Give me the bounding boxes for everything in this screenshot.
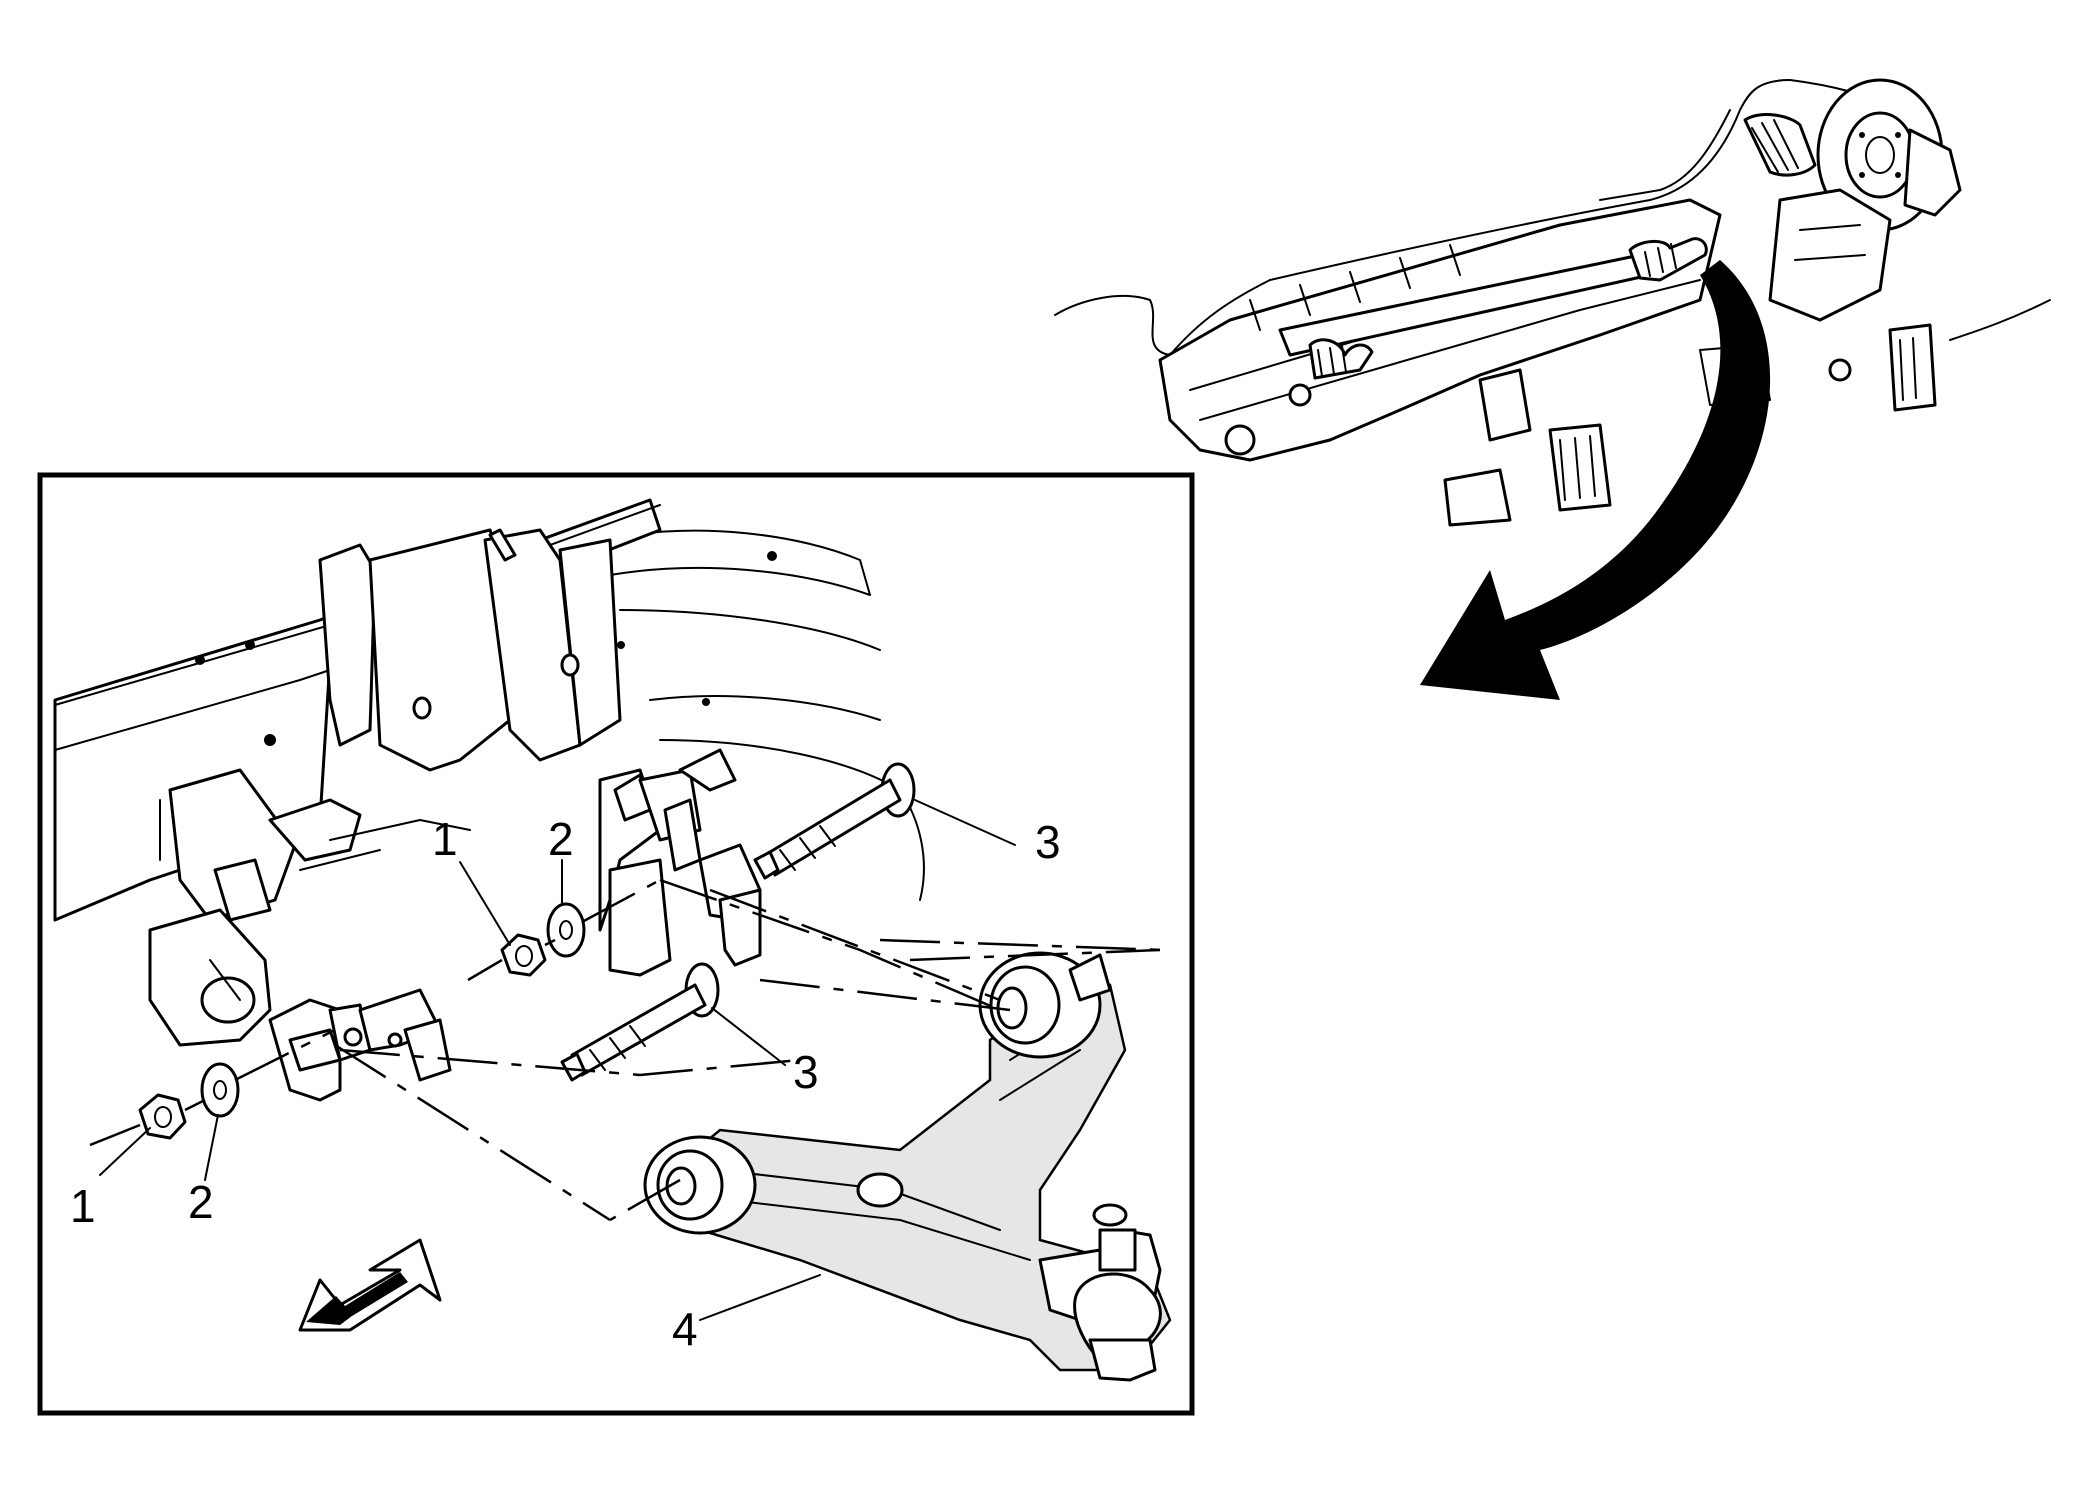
bolt-lower xyxy=(560,962,720,1082)
callout-nut-left: 1 xyxy=(70,1180,96,1232)
nut-left xyxy=(138,1093,187,1140)
callout-nut-center: 1 xyxy=(432,813,458,865)
callout-washer-center: 2 xyxy=(548,813,574,865)
callout-control-arm: 4 xyxy=(672,1303,698,1355)
washer-left xyxy=(200,1062,240,1118)
nut-center xyxy=(500,933,547,977)
washer-center xyxy=(546,902,586,958)
view-direction-arrow xyxy=(1420,260,1771,700)
callout-washer-left: 2 xyxy=(188,1176,214,1228)
callout-bolt-upper: 3 xyxy=(1035,816,1061,868)
callout-bolt-lower: 3 xyxy=(793,1046,819,1098)
bolt-upper xyxy=(753,762,916,880)
locator-view xyxy=(1054,78,2051,700)
detail-view xyxy=(53,498,1172,1382)
detail-frame xyxy=(37,472,1195,1416)
